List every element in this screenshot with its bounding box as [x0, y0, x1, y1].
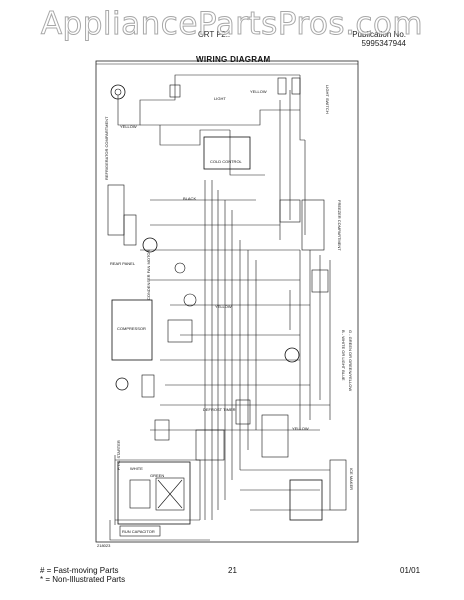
publication-number: 5995347944: [361, 39, 407, 48]
light-switch-icon: [169, 84, 181, 98]
diagram-title: WIRING DIAGRAM: [196, 55, 271, 64]
freezer-component-box: [279, 199, 301, 223]
rear-panel-connector-icon: [174, 262, 186, 274]
ice-maker-box: [289, 479, 323, 521]
overload-protector-box: [167, 319, 193, 343]
publication-info: Publication No. 5995347944: [352, 30, 406, 48]
model-number: CRT F2..: [198, 30, 231, 39]
wiring-traces: [109, 74, 331, 541]
page-number: 21: [228, 566, 237, 575]
color-key-label: B - WHITE OR LIGHT BLUE: [341, 330, 346, 381]
footer-legend: # = Fast-moving Parts * = Non-Illustrate…: [40, 566, 125, 584]
compressor-label: COMPRESSOR: [117, 326, 146, 331]
evaporator-fan-motor-icon: [115, 377, 129, 391]
run-capacitor-label: RUN CAPACITOR: [122, 529, 155, 534]
freezer-compartment-label: FREEZER COMPARTMENT: [337, 200, 342, 251]
green-label: GREEN: [150, 473, 164, 478]
ptc-starter-block: [117, 461, 191, 525]
refrigerator-compartment-label: REFRIGERATOR COMPARTMENT: [104, 116, 109, 180]
legend-fast-moving: # = Fast-moving Parts: [40, 566, 119, 575]
white-label: WHITE: [130, 466, 143, 471]
ice-maker-label: ICE MAKER: [349, 468, 354, 490]
defrost-timer-box: [195, 429, 225, 461]
refrigerator-compartment-box: [107, 184, 125, 236]
diagram-code: 218023: [97, 543, 111, 548]
terminal-icon: [183, 293, 197, 307]
freezer-light-icon: [277, 77, 287, 95]
run-capacitor-box: [119, 525, 161, 537]
color-key-label-2: G - GREEN OR GREEN/YELLOW: [348, 330, 353, 391]
cold-control-box: [203, 136, 251, 170]
footer-date: 01/01: [400, 566, 421, 575]
light-switch-label: LIGHT SWITCH: [325, 85, 330, 114]
cold-control-label: COLD CONTROL: [210, 159, 243, 164]
legend-non-illustrated: * = Non-Illustrated Parts: [40, 575, 126, 584]
watermark: AppliancePartsPros.com: [40, 6, 424, 43]
condenser-fan-label: CONDENSER FAN MOTOR: [146, 250, 151, 300]
yellow-label-top: YELLOW: [250, 89, 267, 94]
rear-panel-label: REAR PANEL: [110, 261, 136, 266]
yellow-label-left: YELLOW: [120, 124, 137, 129]
compressor-box: [111, 299, 153, 361]
condenser-fan-motor-icon: [142, 237, 158, 253]
yellow-label-mid: YELLOW: [215, 304, 232, 309]
water-valve-box: [329, 459, 347, 511]
black-label: BLACK: [183, 196, 196, 201]
relay-box: [154, 419, 170, 441]
light-label: LIGHT: [214, 96, 226, 101]
defrost-timer-label: DEFROST TIMER: [203, 407, 236, 412]
yellow-label-right: YELLOW: [292, 426, 309, 431]
diagram-frame: [95, 60, 359, 543]
light-bulb-icon: [110, 84, 126, 100]
ptc-starter-label: P.T.C. STARTER: [116, 440, 121, 470]
publication-label: Publication No.: [352, 30, 406, 39]
freezer-light-icon-2: [291, 77, 301, 95]
ice-maker-motor-icon: [284, 347, 300, 363]
